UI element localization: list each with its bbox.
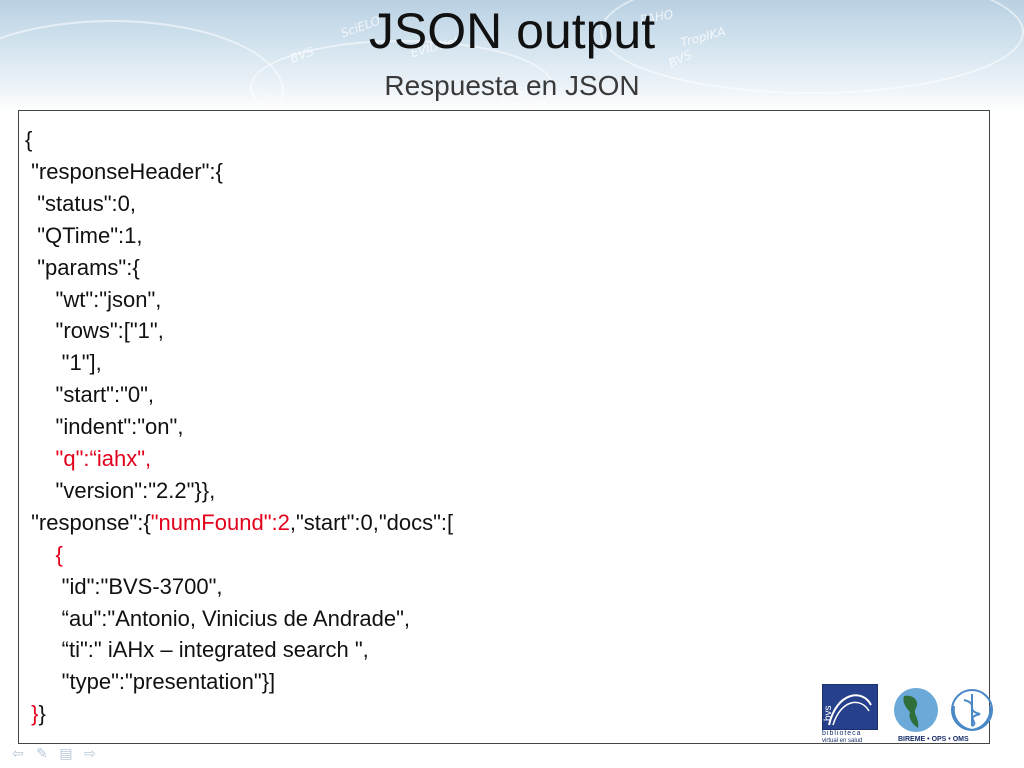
slide-nav-controls: ⇦ ✎ ▤ ⇨ <box>8 744 100 764</box>
code-segment: ,"start":0,"docs":[ <box>289 509 454 535</box>
code-line: “ti":" iAHx – integrated search ", <box>25 637 369 663</box>
code-segment: "indent":"on", <box>25 414 184 440</box>
bvs-logo-subtext: virtual en salud <box>822 738 863 744</box>
code-segment: "start":"0", <box>25 382 155 408</box>
code-segment: "id":"BVS-3700", <box>25 573 223 599</box>
code-segment: "1"], <box>25 350 102 376</box>
code-segment: "type":"presentation"}] <box>25 669 276 695</box>
code-line: "id":"BVS-3700", <box>25 574 223 600</box>
next-slide-icon[interactable]: ⇨ <box>84 745 96 761</box>
code-line: "start":"0", <box>25 382 155 408</box>
header-banner: BVS EVIDNet PAHO TropIKA BVS CVSP SciELO… <box>0 0 1024 112</box>
code-segment: "params":{ <box>25 254 140 280</box>
code-segment: "responseHeader":{ <box>25 158 223 184</box>
bvs-logo-mark: bvs <box>822 684 878 730</box>
code-line: "version":"2.2"}}, <box>25 477 216 504</box>
bvs-logo-mark-text: bvs <box>823 705 834 721</box>
code-segment: "QTime":1, <box>25 222 143 248</box>
highlighted-code-segment: } <box>31 701 39 727</box>
slide-title: JSON output <box>368 3 656 59</box>
code-segment: “au":"Antonio, Vinicius de Andrade", <box>25 605 411 631</box>
code-line: "rows":["1", <box>25 318 164 344</box>
code-line: "responseHeader":{ <box>25 159 223 185</box>
code-line: { <box>25 542 63 568</box>
code-line: }} <box>25 701 46 727</box>
code-line: "response":{"numFound":2,"start":0,"docs… <box>25 510 453 536</box>
footer-logos: bvs biblioteca virtual en salud BIREME •… <box>820 682 1000 746</box>
bvs-logo: bvs biblioteca virtual en salud <box>822 684 878 744</box>
code-line: "status":0, <box>25 191 136 217</box>
edit-icon[interactable]: ✎ <box>36 745 48 761</box>
prev-slide-icon[interactable]: ⇦ <box>12 745 24 761</box>
highlighted-code-segment: "numFound":2 <box>150 509 290 535</box>
code-segment: { <box>25 127 33 152</box>
code-segment: “ti":" iAHx – integrated search ", <box>25 637 369 663</box>
code-line: "type":"presentation"}] <box>25 669 275 695</box>
slide-subtitle: Respuesta en JSON <box>384 70 640 101</box>
code-line: “au":"Antonio, Vinicius de Andrade", <box>25 606 410 632</box>
code-segment: "status":0, <box>25 190 136 216</box>
highlighted-code-segment: { <box>25 541 63 567</box>
highlighted-code-segment: "q":“iahx", <box>25 446 152 471</box>
code-line: "wt":"json", <box>25 286 162 313</box>
code-line: { <box>25 127 32 153</box>
bvs-logo-text: biblioteca <box>822 730 862 737</box>
slide-menu-icon[interactable]: ▤ <box>59 745 73 761</box>
code-line: "q":“iahx", <box>25 446 152 472</box>
code-line: "params":{ <box>25 254 140 281</box>
code-segment: "response":{ <box>25 509 151 535</box>
code-segment: } <box>38 701 46 727</box>
code-segment: "rows":["1", <box>25 318 164 344</box>
watermark-text: ::: <box>258 90 271 104</box>
watermark-text: ::: <box>548 100 561 112</box>
code-line: "1"], <box>25 350 102 376</box>
code-line: "QTime":1, <box>25 222 143 249</box>
code-line: "indent":"on", <box>25 414 184 440</box>
json-code-box: { "responseHeader":{ "status":0, "QTime"… <box>18 110 990 744</box>
code-segment: "wt":"json", <box>25 286 162 312</box>
bireme-logo-text: BIREME • OPS • OMS <box>898 736 969 743</box>
code-segment: "version":"2.2"}}, <box>25 477 216 503</box>
bireme-logo: BIREME • OPS • OMS <box>890 684 1000 746</box>
globe-icon <box>894 688 993 732</box>
